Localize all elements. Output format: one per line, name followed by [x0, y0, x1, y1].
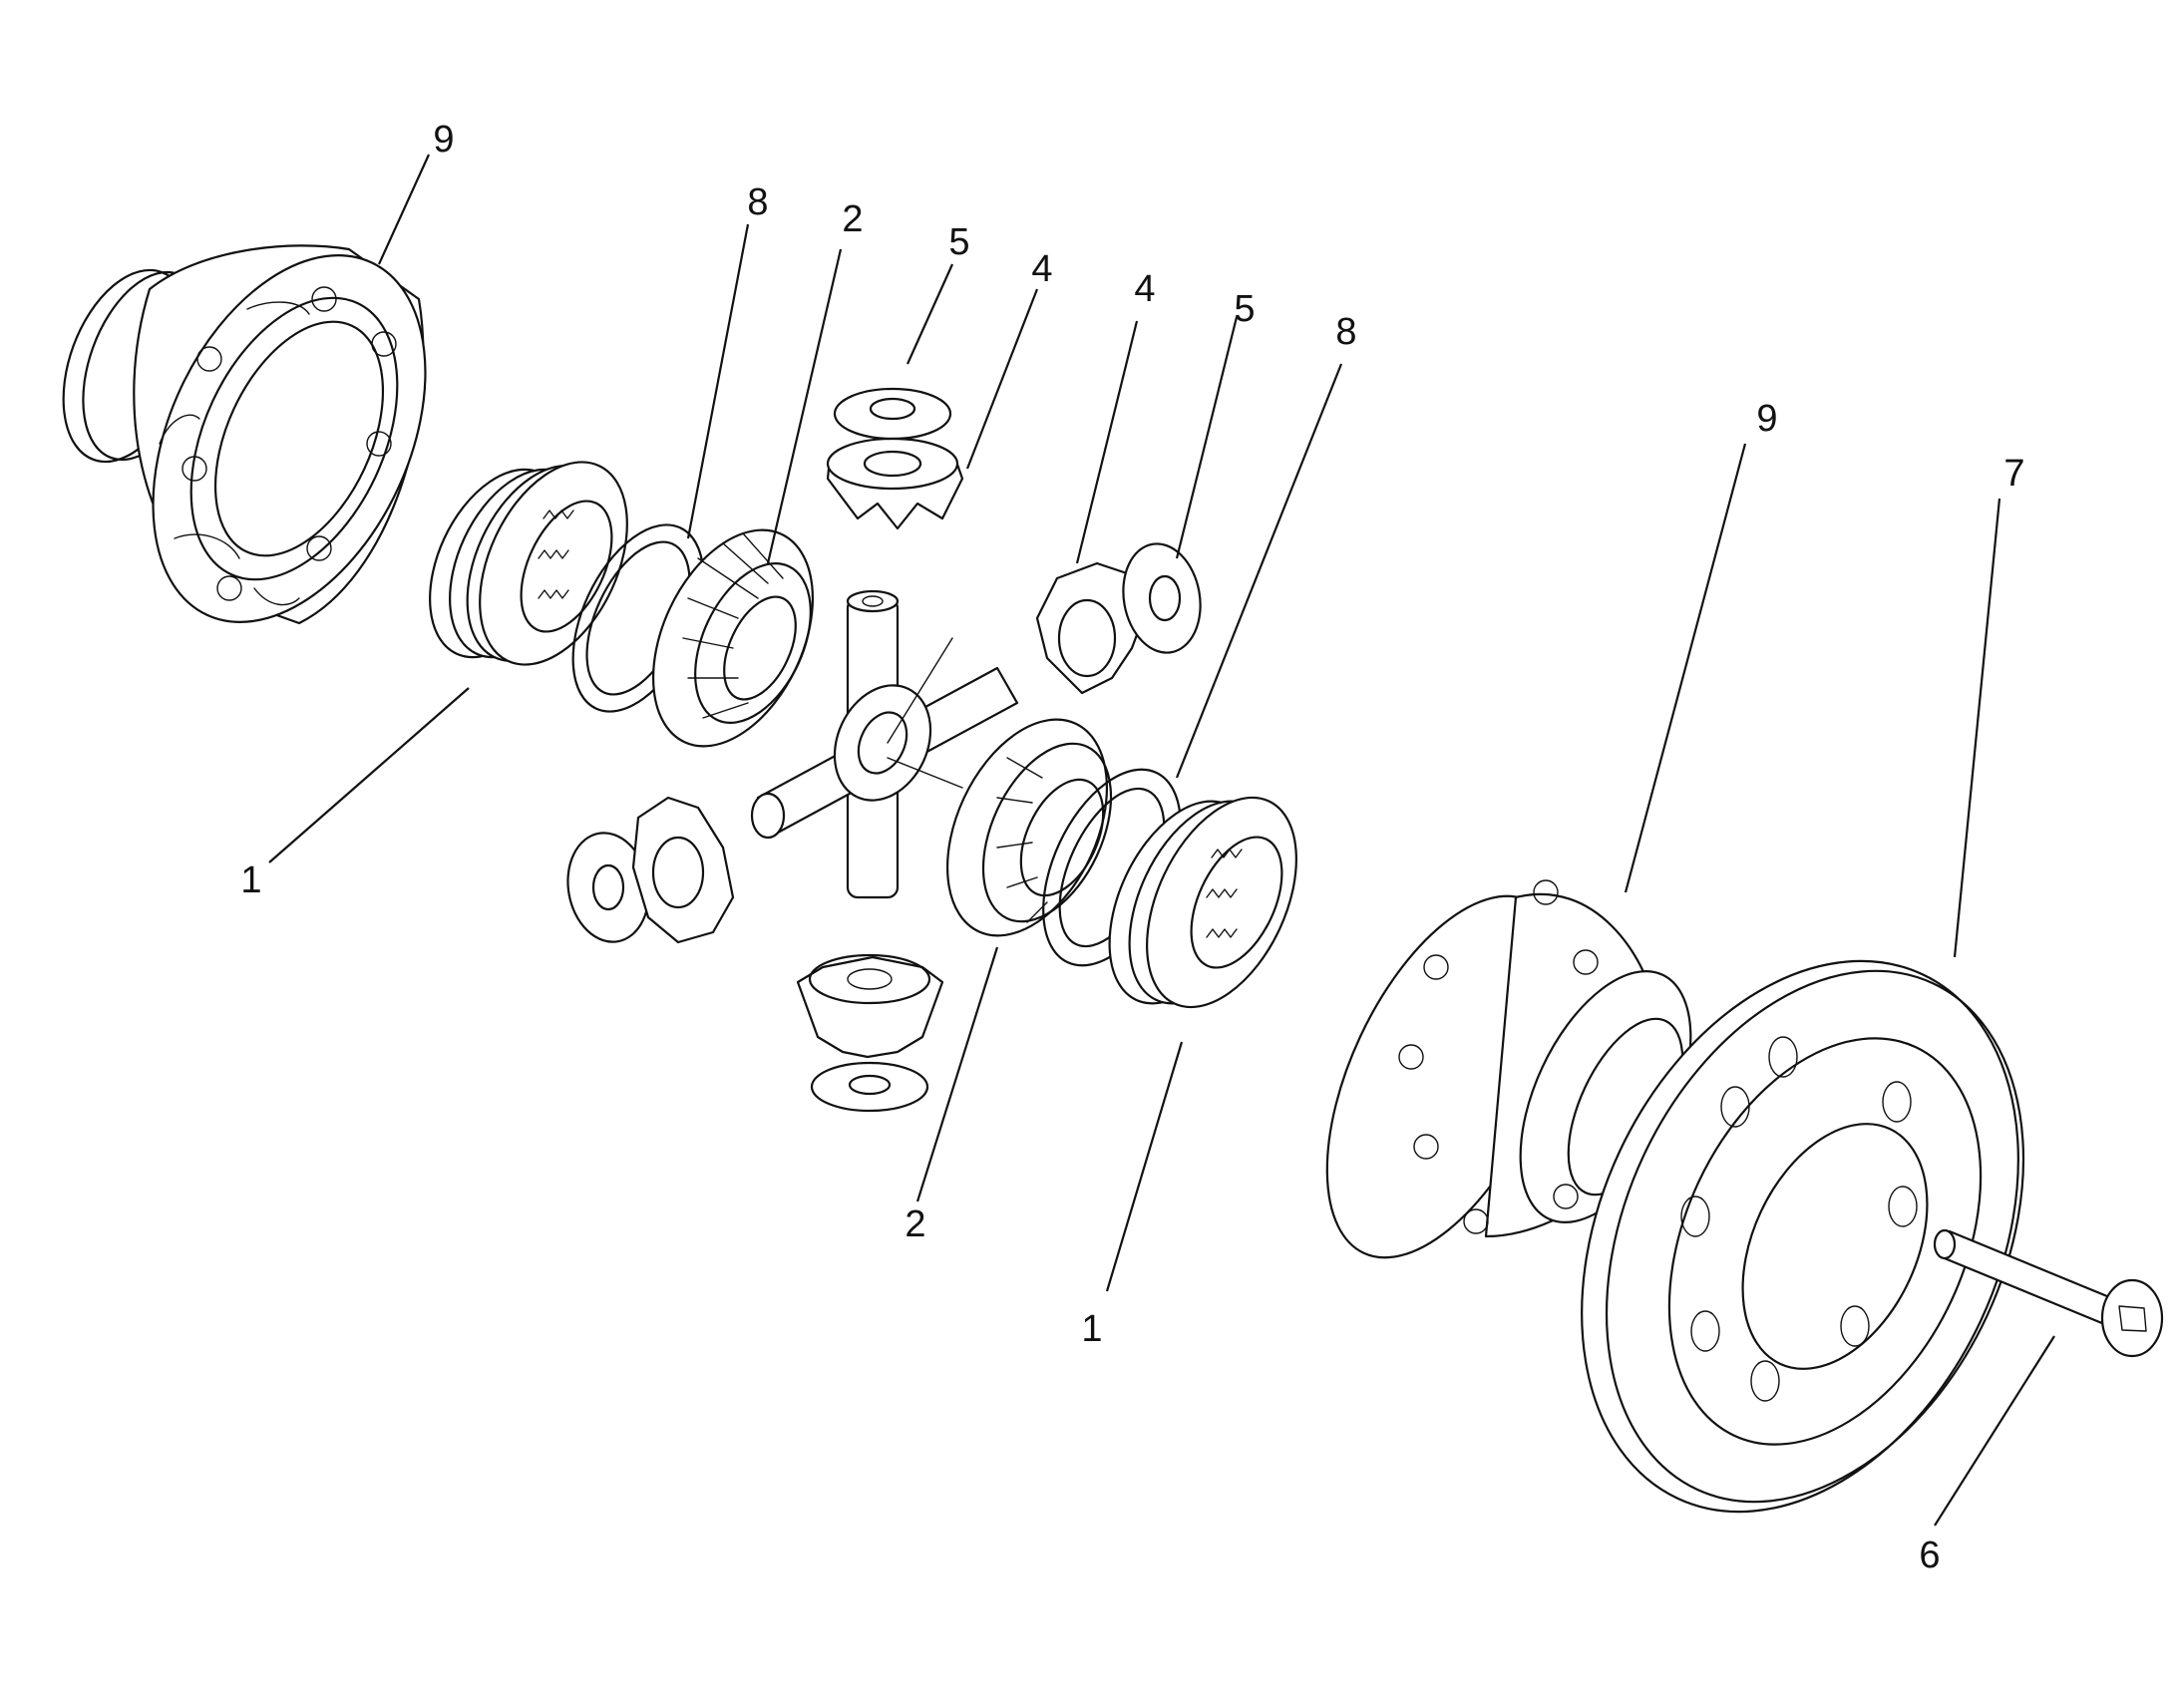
callout-7: 7 — [2003, 453, 2024, 495]
pinion-bottom — [796, 953, 944, 1113]
pinion-lower-left — [566, 796, 735, 944]
cross-shaft — [750, 589, 1019, 899]
leader-lines — [268, 154, 2055, 1527]
callout-8-left: 8 — [747, 181, 768, 223]
callout-8-right: 8 — [1335, 311, 1356, 353]
side-gear-left — [651, 528, 815, 748]
callout-9-left: 9 — [433, 119, 454, 161]
case-half-left — [62, 244, 427, 625]
callout-4-top: 4 — [1031, 248, 1052, 290]
ring-gear — [1581, 959, 2025, 1514]
clutch-pack-left — [429, 461, 628, 666]
clutch-pack-right — [1108, 796, 1297, 1009]
callout-labels: 9 8 2 5 4 4 5 8 9 7 1 2 1 6 — [240, 119, 2024, 1576]
callout-2-bottom: 2 — [905, 1203, 925, 1245]
pinion-top — [826, 387, 964, 530]
bolt — [1933, 1228, 2164, 1358]
callout-4-right: 4 — [1134, 268, 1155, 310]
callout-2-top: 2 — [842, 198, 863, 240]
callout-1-right: 1 — [1081, 1308, 1102, 1350]
callout-6: 6 — [1919, 1535, 1940, 1576]
callout-5-top: 5 — [948, 221, 969, 263]
pinion-upper-right — [1035, 542, 1202, 695]
callout-1-left: 1 — [240, 859, 261, 901]
side-gear-right — [945, 718, 1113, 937]
callout-9-right: 9 — [1756, 398, 1777, 440]
callout-5-right: 5 — [1234, 288, 1255, 330]
